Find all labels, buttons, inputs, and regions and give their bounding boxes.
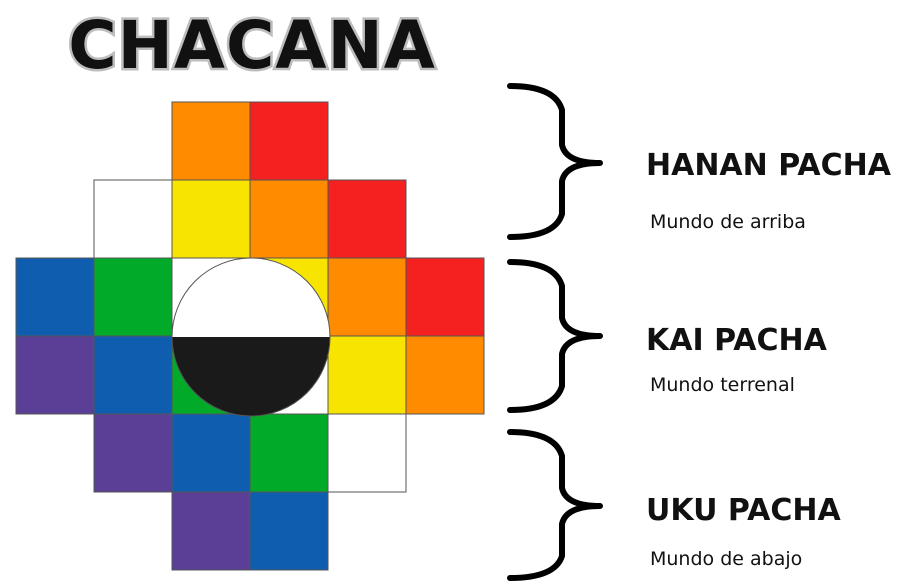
cell-purple-r4-c1	[93, 413, 173, 493]
cell-blue-r2-c0	[15, 257, 95, 337]
level-desc-kai: Mundo terrenal	[650, 374, 795, 396]
brace-kai	[507, 259, 603, 413]
level-desc-uku: Mundo de abajo	[650, 548, 802, 570]
chacana-cross	[15, 101, 485, 571]
center-circle	[171, 257, 331, 417]
cell-orange-r2-c4	[327, 257, 407, 337]
cell-red-r1-c4	[327, 179, 407, 259]
circle-outline	[171, 257, 331, 417]
level-name-kai: KAI PACHA	[646, 323, 828, 358]
circle-black-half	[172, 337, 330, 416]
circle-white-half	[172, 258, 330, 337]
cell-blue-r4-c2	[171, 413, 251, 493]
cell-yellow-r1-c2	[171, 179, 251, 259]
cell-blue-r3-c1	[93, 335, 173, 415]
brace-hanan	[507, 83, 603, 240]
cell-yellow-r3-c4	[327, 335, 407, 415]
brace-uku	[507, 429, 603, 581]
cell-green-r4-c3	[249, 413, 329, 493]
cell-red-r2-c5	[405, 257, 485, 337]
cell-white-r1-c1	[93, 179, 173, 259]
cell-white-r4-c4	[327, 413, 407, 493]
level-name-uku: UKU PACHA	[646, 493, 841, 528]
cell-purple-r5-c2	[171, 491, 251, 571]
cell-blue-r5-c3	[249, 491, 329, 571]
cell-purple-r3-c0	[15, 335, 95, 415]
cell-orange-r3-c5	[405, 335, 485, 415]
level-name-hanan: HANAN PACHA	[646, 148, 892, 183]
cell-green-r2-c1	[93, 257, 173, 337]
level-desc-hanan: Mundo de arriba	[650, 211, 806, 233]
title: CHACANA	[68, 7, 436, 84]
cell-red-r0-c3	[249, 101, 329, 181]
cell-orange-r0-c2	[171, 101, 251, 181]
cell-orange-r1-c3	[249, 179, 329, 259]
